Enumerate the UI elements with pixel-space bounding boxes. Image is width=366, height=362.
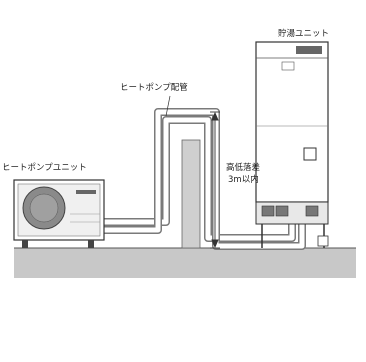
height-difference-value: 3m以内	[228, 175, 259, 185]
arrow-down-icon	[211, 239, 219, 249]
height-difference-label: 高低落差	[226, 163, 261, 173]
heat-pump-unit	[13, 179, 105, 248]
storage-unit-label: 貯湯ユニット	[278, 29, 330, 39]
height-difference-marker	[210, 111, 220, 249]
ground	[14, 139, 356, 278]
arrow-up-icon	[211, 111, 219, 121]
storage-unit	[255, 41, 329, 248]
pipe-label: ヒートポンプ配管	[120, 83, 188, 93]
pipe-leader-line	[165, 95, 171, 117]
control-panel	[303, 147, 317, 161]
heat-pump-unit-label: ヒートポンプユニット	[2, 163, 87, 173]
